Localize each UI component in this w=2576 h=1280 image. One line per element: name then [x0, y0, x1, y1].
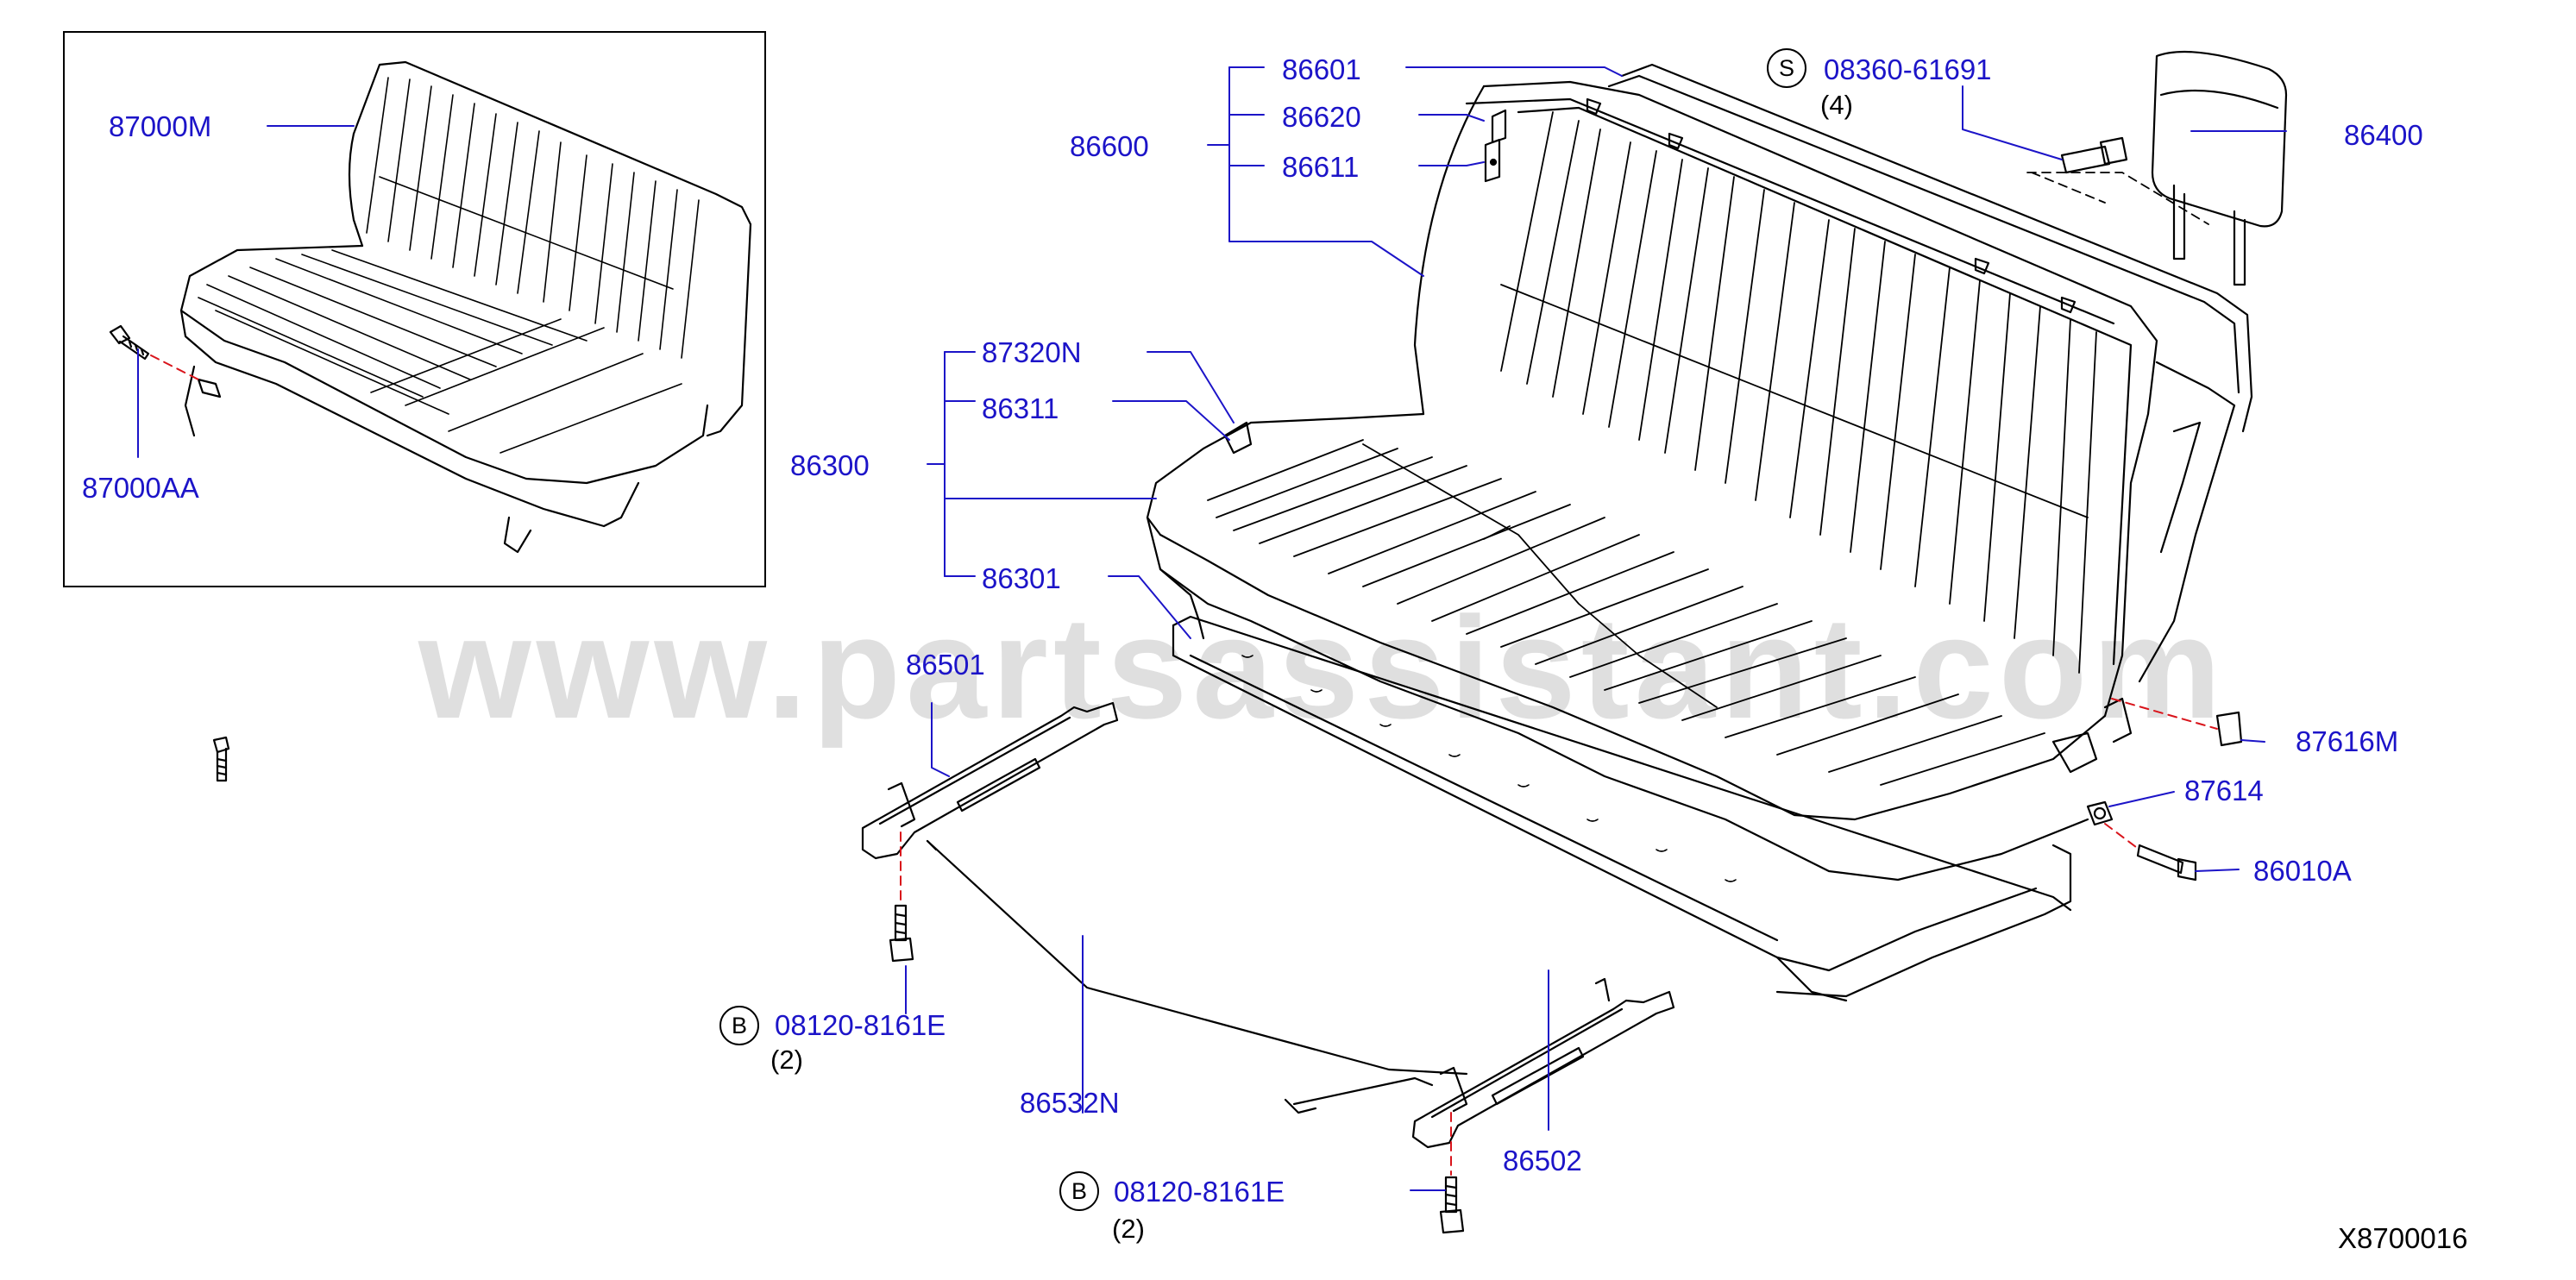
symbol-s-circle: S	[1767, 48, 1806, 88]
label-86502[interactable]: 86502	[1503, 1145, 1582, 1176]
label-86301[interactable]: 86301	[982, 562, 1061, 594]
label-87614[interactable]: 87614	[2184, 775, 2264, 806]
seat-rail-right-icon	[1411, 977, 1675, 1149]
headrest-icon	[2151, 50, 2288, 286]
watermark: www.partsassistant.com	[418, 587, 2227, 749]
label-86601[interactable]: 86601	[1282, 53, 1361, 85]
symbol-b2-circle: B	[1059, 1171, 1099, 1211]
bolt-b2-icon	[1439, 1176, 1465, 1234]
label-86532n[interactable]: 86532N	[1020, 1087, 1120, 1119]
label-08360-61691[interactable]: 08360-61691	[1824, 53, 1992, 85]
inset-frame	[63, 31, 766, 587]
label-86010a[interactable]: 86010A	[2253, 855, 2352, 887]
bolt-b1-icon	[889, 904, 914, 963]
label-86400[interactable]: 86400	[2344, 119, 2423, 151]
label-08120-8161e-2[interactable]: 08120-8161E	[1114, 1176, 1285, 1208]
qty-b2: (2)	[1112, 1214, 1145, 1244]
label-86600[interactable]: 86600	[1070, 130, 1149, 162]
label-86620[interactable]: 86620	[1282, 101, 1361, 133]
bolt-86010a-icon	[2136, 844, 2197, 882]
nut-87614-icon	[2086, 800, 2114, 826]
leader-lines	[905, 66, 2287, 1191]
label-08120-8161e-1[interactable]: 08120-8161E	[775, 1009, 946, 1041]
label-86311[interactable]: 86311	[982, 392, 1059, 424]
towel-bar-icon	[926, 839, 1468, 1114]
label-87000aa[interactable]: 87000AA	[82, 472, 199, 504]
qty-b1: (2)	[770, 1045, 803, 1075]
loose-bolt-icon	[212, 736, 230, 782]
symbol-b1-circle: B	[719, 1006, 759, 1045]
label-87000m[interactable]: 87000M	[109, 110, 212, 142]
label-86611[interactable]: 86611	[1282, 151, 1360, 183]
qty-s: (4)	[1820, 90, 1853, 120]
inset-bench-seat	[109, 60, 752, 554]
inset-bolt-icon	[109, 324, 150, 361]
label-87616m[interactable]: 87616M	[2296, 725, 2399, 757]
screw-icon	[2060, 136, 2128, 174]
label-87320n[interactable]: 87320N	[982, 336, 1082, 368]
main-bench-seat	[1146, 63, 2253, 1002]
label-86501[interactable]: 86501	[906, 649, 985, 681]
seat-rail-left-icon	[861, 701, 1119, 860]
diagram-id: X8700016	[2338, 1222, 2468, 1254]
plate-87616m-icon	[2215, 711, 2243, 747]
label-86300[interactable]: 86300	[790, 449, 870, 481]
